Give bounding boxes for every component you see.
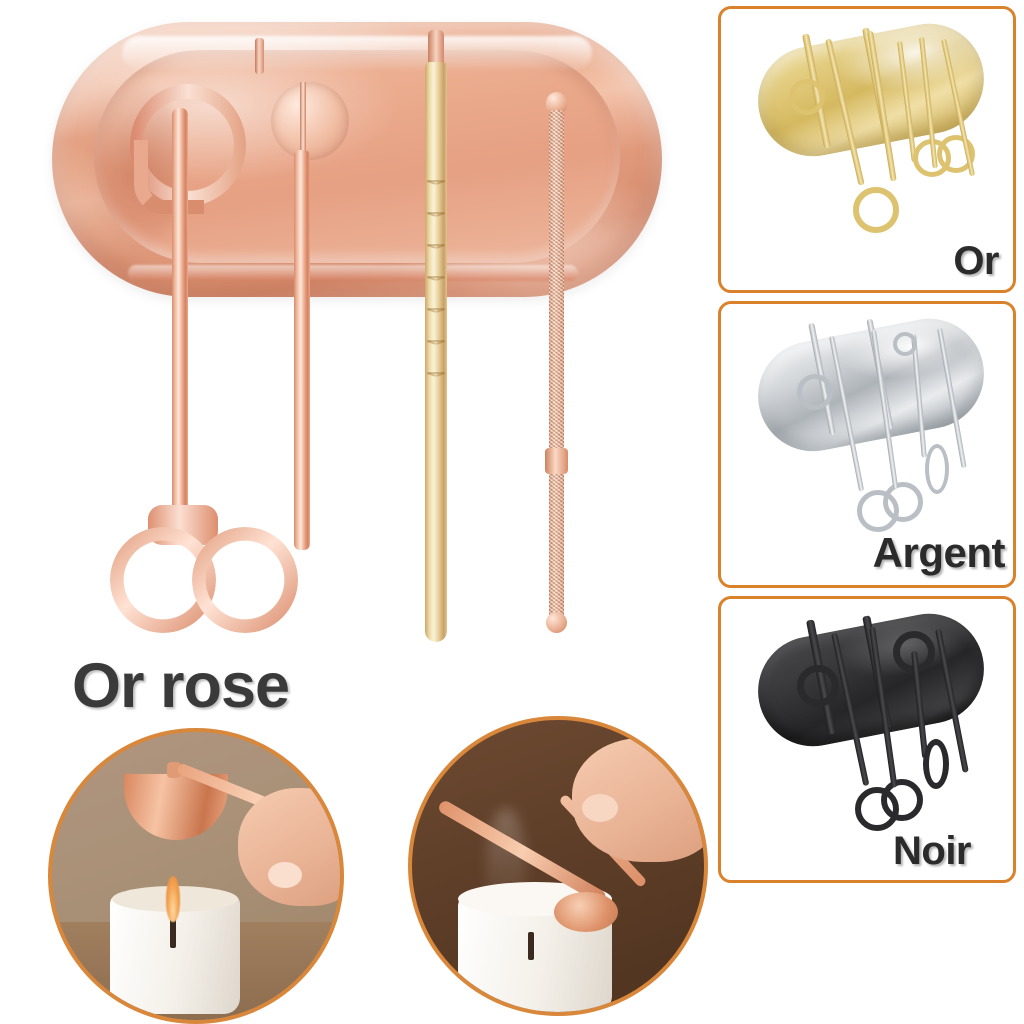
photo-snuffer-in-use — [48, 728, 344, 1024]
photo1-flame — [166, 876, 180, 922]
tray-divider-1 — [255, 38, 264, 74]
photo2-wick — [528, 932, 534, 960]
argent-dipper-paddle — [925, 444, 949, 494]
variant-card-or[interactable]: Or — [718, 6, 1016, 293]
tweezers-etch-2 — [428, 212, 444, 214]
noir-dipper-paddle — [923, 739, 949, 789]
photo1-fingernail — [268, 862, 302, 888]
snuffer-shaft — [294, 150, 310, 550]
variant-card-argent[interactable]: Argent — [718, 301, 1016, 588]
noir-hook-ring-left — [797, 665, 839, 707]
hero-title: Or rose — [72, 651, 290, 721]
trimmer-shaft — [172, 108, 188, 528]
tweezers-etch-3 — [428, 244, 444, 246]
tweezers-etch-4 — [428, 276, 444, 278]
tweezers-body — [425, 62, 447, 642]
hero-product-shot: Or rose — [0, 0, 700, 721]
photo1-wick — [170, 914, 176, 948]
tweezers-etch-5 — [428, 308, 444, 310]
dipper-top-knob — [546, 92, 567, 114]
or-trimmer-ring — [853, 187, 899, 233]
snuffer-bell-disc — [271, 82, 349, 160]
variant-label-noir: Noir — [893, 829, 972, 873]
trimmer-handle-ring-right — [192, 527, 298, 633]
tweezers-etch-7 — [428, 372, 444, 374]
tweezers-hanging-hook — [428, 30, 444, 70]
tray-highlight-top — [122, 36, 592, 70]
or-dipper-ring — [937, 135, 975, 173]
snuffer-seam — [300, 82, 306, 160]
argent-small-ring — [893, 332, 917, 356]
argent-ring-right — [883, 482, 923, 522]
argent-hook-ring — [797, 374, 833, 410]
variant-label-or: Or — [953, 239, 999, 283]
photo1-hand — [238, 788, 340, 906]
photo2-fingernail — [582, 794, 618, 822]
or-hook-ring — [789, 79, 825, 115]
variant-card-noir[interactable]: Noir — [718, 596, 1016, 883]
dipper-collar — [545, 448, 568, 474]
dipper-ball-tip — [546, 612, 567, 633]
tweezers-etch-6 — [428, 340, 444, 342]
tweezers-etch-1 — [428, 180, 444, 182]
noir-ring-right — [881, 779, 923, 821]
trimmer-hook-bend — [134, 140, 204, 214]
tray-highlight-bottom — [128, 265, 578, 281]
variant-label-argent: Argent — [872, 529, 1006, 576]
photo-wick-dipper-in-use — [408, 716, 708, 1016]
dipper-knurled-shaft — [549, 110, 564, 620]
photo2-dipper-bowl — [554, 892, 618, 932]
